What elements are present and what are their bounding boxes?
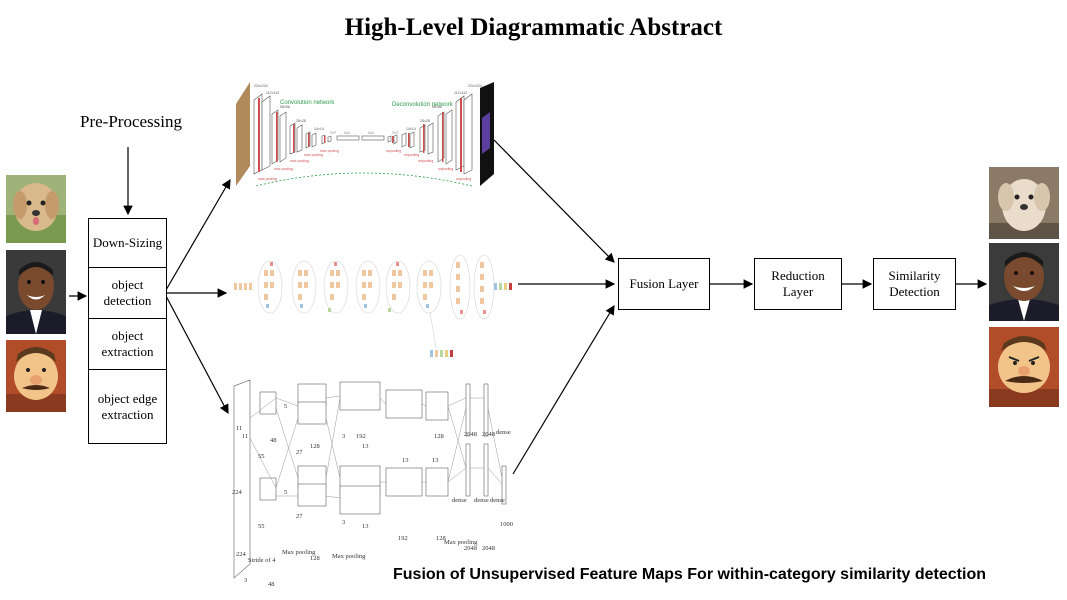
size-label: 56×56: [432, 105, 442, 109]
size-label: 28×28: [420, 119, 430, 123]
alexnet-label: dense: [452, 497, 467, 504]
alexnet-label: 224: [236, 551, 247, 558]
size-label: 224×224: [254, 84, 268, 88]
alexnet-label: 5: [284, 403, 287, 410]
input-man-photo: [6, 250, 66, 334]
alexnet-label: 2048: [464, 431, 477, 438]
unpooling-label: unpooling: [456, 177, 471, 181]
size-label: 28×28: [296, 119, 306, 123]
preprocessing-label: Pre-Processing: [80, 112, 182, 131]
object-edge-extraction-box: object edge extraction: [88, 369, 167, 444]
alexnet-label: 11: [242, 433, 248, 440]
pooling-label: max pooling: [304, 153, 323, 157]
input-image-slab: [236, 82, 250, 186]
size-label: 224×224: [468, 84, 482, 88]
alexnet-label: 128: [436, 535, 446, 542]
alexnet-label: 3: [244, 577, 247, 584]
alexnet-network-figure: 224 224 11 11 Stride of 4 3 55 55 48 48 …: [232, 379, 513, 588]
alexnet-label: dense: [474, 497, 489, 504]
alexnet-label: 48: [268, 581, 275, 588]
alexnet-label: 128: [310, 555, 320, 562]
alexnet-label: 48: [270, 437, 277, 444]
figure-caption: Fusion of Unsupervised Feature Maps For …: [393, 566, 986, 583]
alexnet-label: 11: [236, 425, 242, 432]
pooling-label: max pooling: [320, 149, 339, 153]
alexnet-label: Stride of 4: [248, 557, 276, 564]
unpooling-label: unpooling: [438, 167, 453, 171]
pooling-label: max pooling: [290, 159, 309, 163]
size-label: 112×112: [266, 91, 279, 95]
object-extraction-box: object extraction: [88, 318, 167, 370]
alexnet-label: 2048: [482, 545, 495, 552]
alexnet-label: 13: [402, 457, 409, 464]
alexnet-label: 3: [342, 433, 345, 440]
size-label: 112×112: [454, 91, 467, 95]
output-dog-photo: [989, 167, 1059, 239]
pooling-label: max pooling: [274, 167, 293, 171]
alexnet-label: 13: [362, 443, 369, 450]
alexnet-label: 3: [342, 519, 345, 526]
alexnet-label: 1000: [500, 521, 513, 528]
deconvolution-network-label: Deconvolution network: [392, 102, 454, 108]
alexnet-label: Max pooling: [332, 553, 366, 560]
size-label: 1×1: [368, 131, 374, 135]
size-label: 1×1: [344, 131, 350, 135]
alexnet-label: dense: [490, 497, 505, 504]
alexnet-label: 2048: [482, 431, 495, 438]
alexnet-label: 5: [284, 489, 287, 496]
alexnet-label: Max pooling: [282, 549, 316, 556]
unpooling-label: unpooling: [418, 159, 433, 163]
alexnet-label: dense: [496, 429, 511, 436]
size-label: 7×7: [330, 131, 336, 135]
alexnet-label: 13: [362, 523, 369, 530]
size-label: 14×14: [406, 127, 416, 131]
output-cartoon-photo: [989, 327, 1059, 407]
alexnet-label: 27: [296, 513, 303, 520]
pooling-label: max pooling: [258, 177, 277, 181]
alexnet-label: 128: [310, 443, 320, 450]
diagram-title: High-Level Diagrammatic Abstract: [344, 14, 723, 41]
reduction-layer-box: Reduction Layer: [754, 258, 842, 310]
similarity-detection-box: Similarity Detection: [873, 258, 956, 310]
alexnet-label: 128: [434, 433, 444, 440]
alexnet-label: 2048: [464, 545, 477, 552]
unpooling-label: unpooling: [404, 153, 419, 157]
output-man-photo: [989, 243, 1059, 321]
convolution-network-label: Convolution network: [280, 100, 335, 106]
alexnet-label: 13: [432, 457, 439, 464]
alexnet-label: 192: [356, 433, 366, 440]
input-cartoon-photo: [6, 340, 66, 412]
size-label: 56×56: [280, 105, 290, 109]
unpooling-label: unpooling: [386, 149, 401, 153]
size-label: 7×7: [392, 131, 398, 135]
alexnet-label: 192: [398, 535, 408, 542]
fusion-layer-box: Fusion Layer: [618, 258, 710, 310]
alexnet-label: 224: [232, 489, 243, 496]
deconvolution-network-figure: Convolution network Deconvolution networ…: [236, 82, 494, 187]
input-dog-photo: [6, 175, 66, 243]
size-label: 14×14: [314, 127, 324, 131]
alexnet-label: Max pooling: [444, 539, 478, 546]
object-detection-box: object detection: [88, 267, 167, 319]
inception-network-figure: [234, 254, 512, 357]
downsizing-box: Down-Sizing: [88, 218, 167, 268]
alexnet-label: 27: [296, 449, 303, 456]
alexnet-label: 55: [258, 453, 265, 460]
alexnet-label: 55: [258, 523, 265, 530]
